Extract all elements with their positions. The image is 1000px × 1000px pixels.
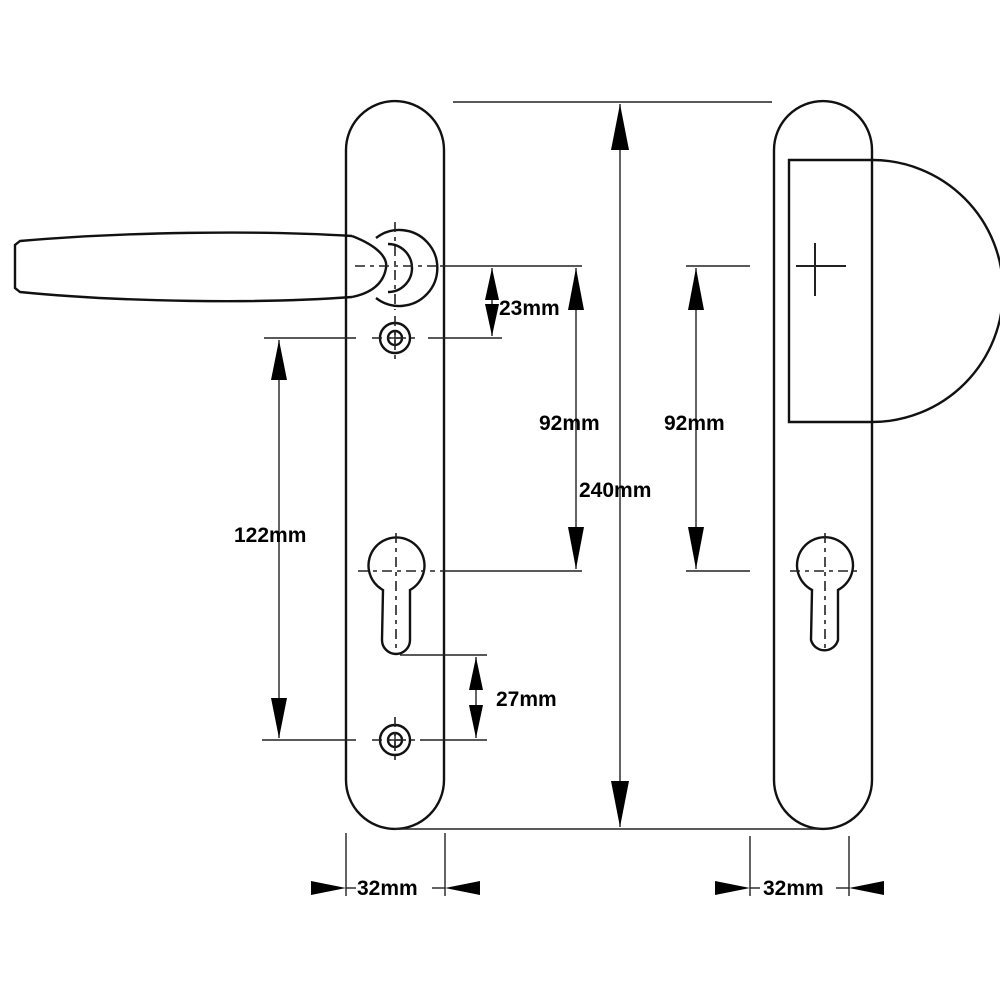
label-27mm: 27mm	[496, 688, 557, 711]
right-backplate	[772, 99, 874, 831]
dim-plate-width-right	[715, 836, 884, 896]
label-122mm: 122mm	[234, 524, 306, 547]
right-cylinder-keyhole	[790, 533, 862, 653]
lever-handle	[13, 222, 440, 310]
left-backplate	[344, 99, 446, 831]
label-92mm-right: 92mm	[664, 412, 725, 435]
upper-screw	[372, 316, 418, 360]
dim-cylinder-to-screw	[400, 654, 487, 741]
lower-screw	[372, 717, 418, 763]
dim-plate-width-left	[311, 833, 480, 896]
label-92mm-left: 92mm	[539, 412, 600, 435]
label-23mm: 23mm	[499, 297, 560, 320]
label-32mm-right: 32mm	[763, 877, 824, 900]
dim-plate-height	[395, 101, 820, 830]
dim-screw-to-screw	[262, 337, 356, 741]
dim-lever-to-screw	[428, 265, 502, 339]
label-32mm-left: 32mm	[357, 877, 418, 900]
dim-lever-to-cylinder-left	[440, 265, 584, 572]
left-cylinder-keyhole	[358, 533, 435, 656]
dim-pull-to-cylinder-right	[686, 265, 750, 572]
pull-handle	[787, 158, 1000, 424]
label-240mm: 240mm	[579, 479, 651, 502]
